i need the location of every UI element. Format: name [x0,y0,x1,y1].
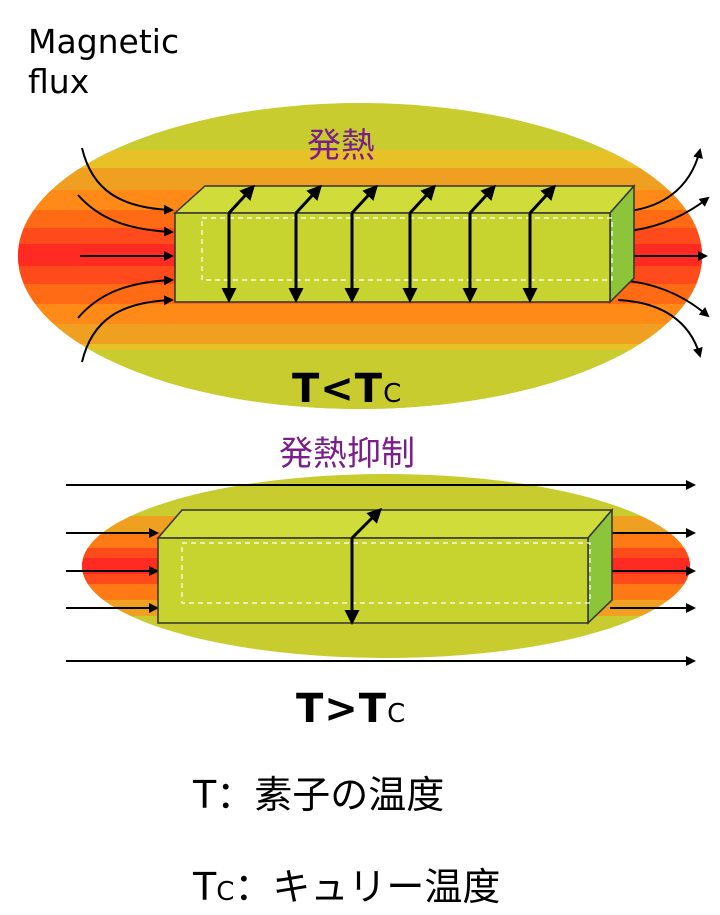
element-box-top [173,184,636,304]
magnetic-flux-line2: flux [28,62,90,101]
condition-below-base: T<T [292,366,384,412]
heating-panel [18,103,710,409]
flux-lines-in-top [77,147,174,363]
magnetic-moment-bottom [344,507,383,625]
condition-above-base: T>T [296,686,388,732]
legend-tc-text: ：キュリー温度 [234,865,501,909]
legend-tc: TC：キュリー温度 [193,856,500,911]
legend-tc-base: T [193,865,217,909]
element-box-bottom [156,507,614,625]
heat-generation-label: 発熱 [307,126,375,166]
condition-above-sub: C [387,699,407,729]
heat-suppression-label: 発熱抑制 [279,434,415,474]
condition-below-curie: T<TC [292,366,402,412]
condition-above-curie: T>TC [296,686,406,732]
magnetic-flux-line1: Magnetic [28,22,180,61]
condition-below-sub: C [383,379,403,409]
legend-t: T：素子の温度 [193,773,445,817]
legend-tc-sub: C [216,877,235,907]
magnetic-moments-top [221,184,557,303]
suppressed-panel [66,474,696,666]
magnetic-flux-label: Magnetic flux [28,22,228,102]
flux-lines-bottom [66,480,696,666]
